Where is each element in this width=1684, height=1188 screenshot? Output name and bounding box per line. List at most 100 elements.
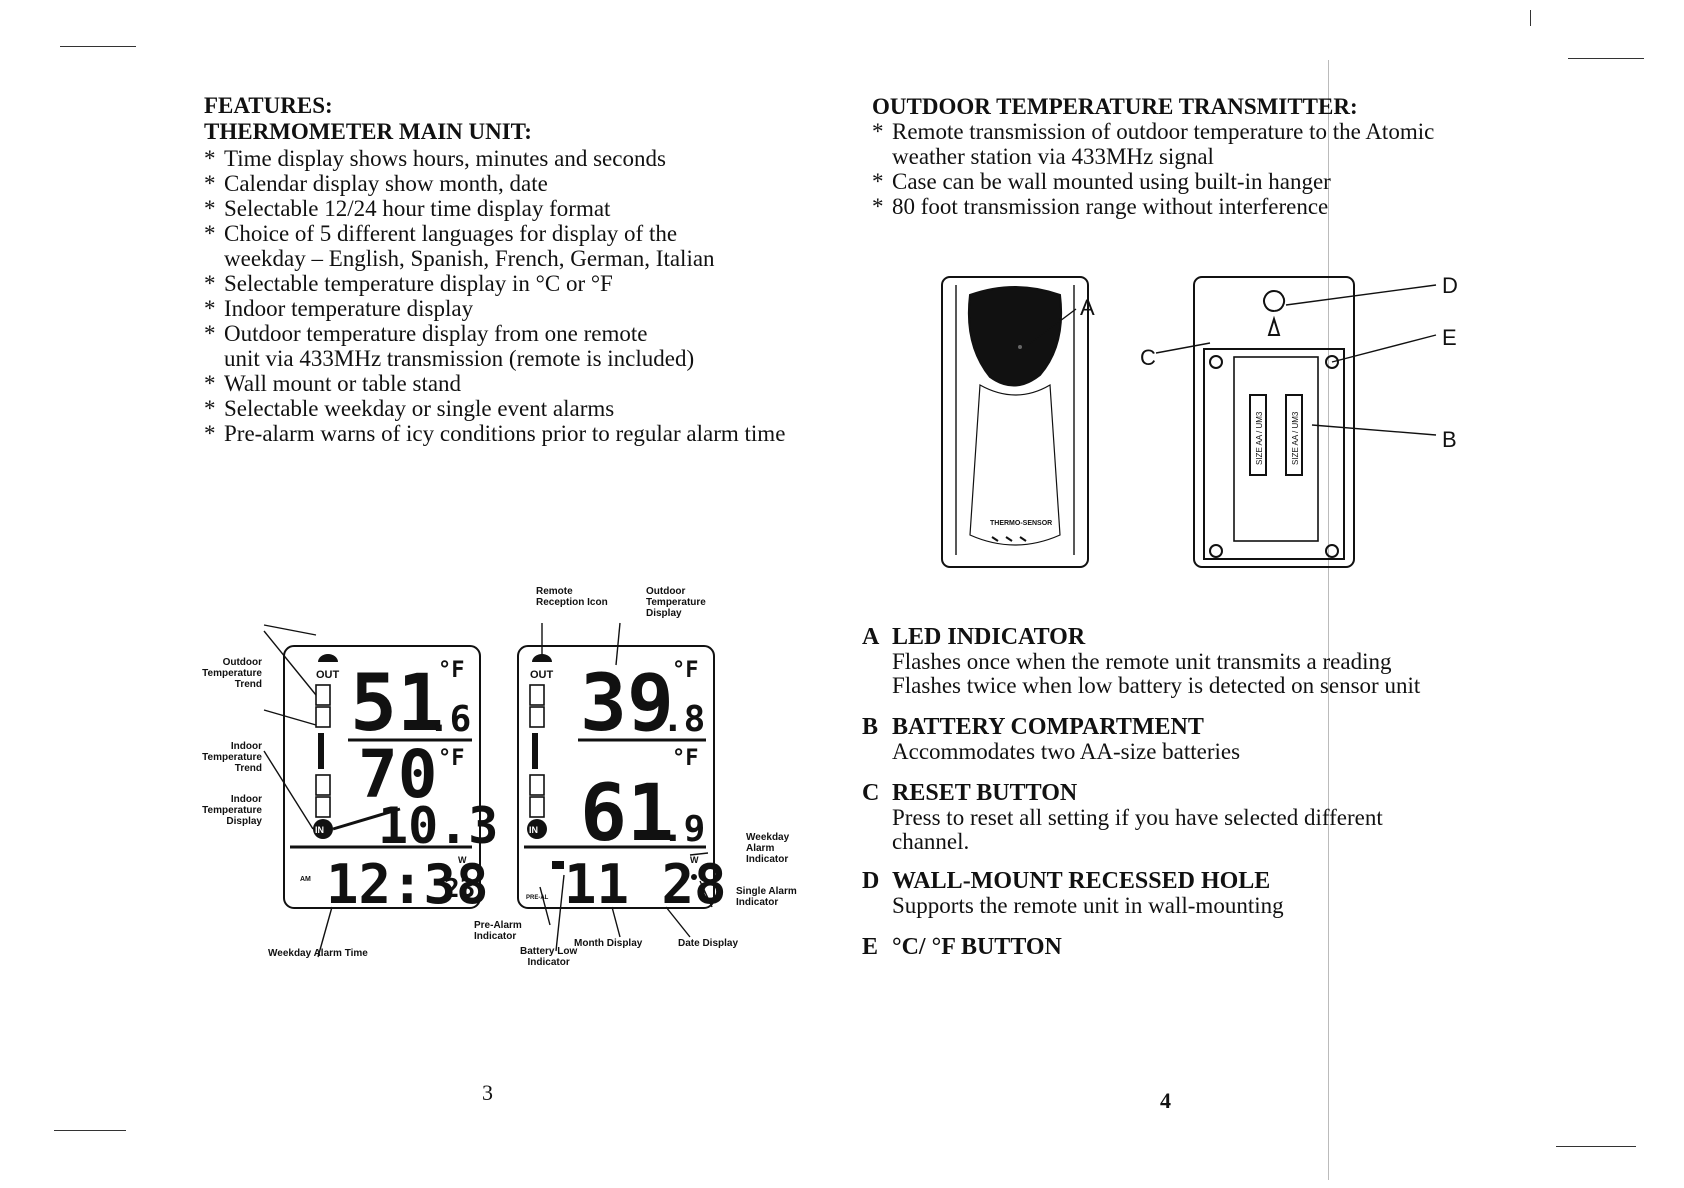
- feature-text: Selectable 12/24 hour time display forma…: [224, 196, 611, 221]
- callout-line-text: Month Display: [574, 938, 643, 949]
- battery-compartment: [1203, 348, 1345, 560]
- feature-text: Selectable temperature display in °C or …: [224, 271, 613, 296]
- trend-arrow-icon: [529, 796, 545, 818]
- lcd-right-indoor-decimal: .9: [662, 809, 705, 850]
- section-body-line: Supports the remote unit in wall-mountin…: [892, 893, 1284, 918]
- section-letter: D: [862, 868, 880, 894]
- lcd-right-indoor-main: 61: [580, 769, 674, 859]
- lcd-left-frame: [283, 645, 481, 909]
- feature-text: Wall mount or table stand: [224, 371, 462, 396]
- feature-text: Outdoor temperature display from one rem…: [224, 321, 648, 346]
- bullet-star: *: [872, 194, 884, 219]
- section-letter: A: [862, 624, 880, 650]
- section-body-line: channel.: [892, 829, 970, 854]
- callout-month-display: Month Display: [574, 938, 642, 949]
- trend-arrow-icon: [315, 796, 331, 818]
- feature-text: 80 foot transmission range without inter…: [892, 194, 1329, 219]
- feature-text: Calendar display show month, date: [224, 171, 548, 196]
- feature-item: *Calendar display show month, date: [204, 171, 785, 196]
- callout-line-text: Trend: [234, 763, 262, 774]
- reception-icon: [318, 654, 338, 662]
- lcd-left-outdoor-unit: °F: [438, 658, 465, 683]
- lcd-left-in-label: IN: [315, 825, 324, 835]
- margin-mark: [1568, 58, 1644, 59]
- section-letter: B: [862, 714, 879, 740]
- section-body-line: Accommodates two AA-size batteries: [892, 739, 1241, 764]
- callout-line-text: Indicator: [736, 897, 779, 908]
- callout-line-text: Outdoor: [646, 586, 686, 597]
- bullet-star: *: [204, 271, 216, 296]
- section-letter: E: [862, 934, 879, 960]
- feature-item: * Indoor temperature display: [204, 296, 785, 321]
- feature-text-continued: weekday – English, Spanish, French, Germ…: [224, 246, 715, 271]
- lcd-left-out-label: OUT: [316, 669, 340, 681]
- transmitter-front: [941, 276, 1089, 568]
- section-body-line: Flashes once when the remote unit transm…: [892, 649, 1392, 674]
- callout-line-text: Single Alarm: [736, 886, 797, 897]
- callout-line-text: Indicator: [527, 957, 570, 968]
- trend-arrow-icon: [529, 684, 545, 706]
- in-indicator-icon: [313, 819, 333, 839]
- transmitter-back: [1193, 276, 1355, 568]
- left-page-text: FEATURES: THERMOMETER MAIN UNIT: *Time d…: [204, 93, 785, 446]
- callout-weekday-alarm-time: Weekday Alarm Time: [268, 948, 368, 959]
- bullet-star: *: [204, 371, 216, 396]
- label-c: C: [1140, 345, 1156, 370]
- right-page-text: OUTDOOR TEMPERATURE TRANSMITTER: *Remote…: [872, 94, 1434, 219]
- section-body-line: Flashes twice when low battery is detect…: [892, 673, 1421, 698]
- single-alarm-icon: [691, 874, 697, 880]
- label-d: D: [1442, 273, 1458, 298]
- lcd-right-weekday-alarm: W: [690, 855, 699, 865]
- lcd-right-frame: [517, 645, 715, 909]
- callout-line-text: Date Display: [678, 938, 739, 949]
- bullet-star: *: [204, 296, 216, 321]
- bullet-star: *: [204, 396, 216, 421]
- feature-item: * Selectable temperature display in °C or…: [204, 271, 785, 296]
- section-title: LED INDICATOR: [892, 624, 1086, 650]
- bullet-star: *: [204, 421, 216, 446]
- callout-line-text: Indicator: [474, 931, 517, 942]
- lcd-right-date: 11 28: [564, 853, 727, 916]
- feature-text: Indoor temperature display: [224, 296, 474, 321]
- feature-text: Pre-alarm warns of icy conditions prior …: [224, 421, 786, 446]
- center-fold-line: [1328, 60, 1329, 1180]
- features-heading: FEATURES:: [204, 93, 333, 118]
- feature-text-continued: unit via 433MHz transmission (remote is …: [224, 346, 695, 371]
- feature-item: *Remote transmission of outdoor temperat…: [872, 119, 1434, 144]
- lcd-right-outdoor-unit: °F: [672, 658, 699, 683]
- callout-line-text: Display: [226, 816, 262, 827]
- transmitter-features: *Remote transmission of outdoor temperat…: [872, 119, 1434, 219]
- feature-text: Choice of 5 different languages for disp…: [224, 221, 678, 246]
- feature-item: *Time display shows hours, minutes and s…: [204, 146, 785, 171]
- battery-icon: [1285, 394, 1303, 476]
- feature-item: * Wall mount or table stand: [204, 371, 785, 396]
- in-indicator-icon: [527, 819, 547, 839]
- callout-line-text: Display: [646, 608, 682, 619]
- lcd-right-outdoor-decimal: .8: [662, 699, 705, 740]
- callout-line-text: Pre-Alarm: [474, 920, 522, 931]
- trend-arrow-icon: [529, 706, 545, 728]
- lcd-right-pre-al: PRE-AL: [526, 895, 549, 901]
- lcd-left-indoor-unit: °F: [438, 746, 465, 771]
- section-title: °C/ °F BUTTON: [892, 934, 1062, 960]
- callout-line-text: Trend: [234, 679, 262, 690]
- main-unit-heading: THERMOMETER MAIN UNIT:: [204, 119, 532, 144]
- feature-item: * Selectable 12/24 hour time display form…: [204, 196, 785, 221]
- feature-item: *Selectable weekday or single event alar…: [204, 396, 785, 421]
- bullet-star: *: [204, 196, 216, 221]
- transmitter-heading: OUTDOOR TEMPERATURE TRANSMITTER:: [872, 94, 1358, 119]
- section-heading: A LED INDICATOR: [862, 624, 1420, 650]
- margin-mark: [54, 1130, 126, 1131]
- transmitter-window: [967, 286, 1063, 387]
- callout-line-text: Temperature: [202, 668, 262, 679]
- feature-item: * Pre-alarm warns of icy conditions prior…: [204, 421, 785, 446]
